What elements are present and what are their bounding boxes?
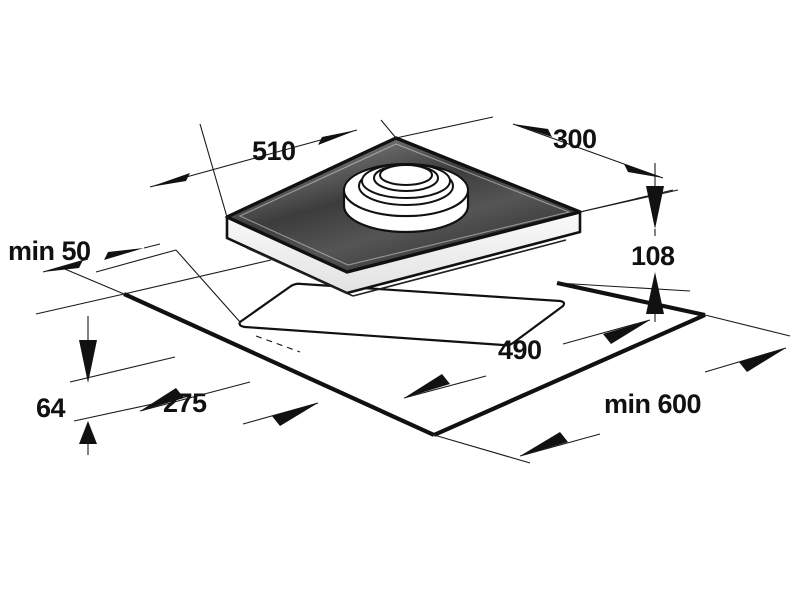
arrowhead-min600-left <box>520 432 568 456</box>
dimension-108: 108 <box>556 163 691 322</box>
arrowhead-64-down <box>79 340 97 383</box>
label-510: 510 <box>252 136 296 166</box>
label-275: 275 <box>163 388 207 418</box>
arrowhead-300-left <box>513 124 552 137</box>
arrowhead-min50-right <box>104 248 144 260</box>
label-min-50: min 50 <box>8 236 91 266</box>
dimension-275: 275 <box>139 381 319 426</box>
label-300: 300 <box>553 124 597 154</box>
arrowhead-490-left <box>404 374 450 398</box>
dimension-490: 490 <box>403 319 651 399</box>
countertop-extension-lines <box>35 293 791 464</box>
countertop-outline <box>123 259 706 437</box>
label-490: 490 <box>498 335 542 365</box>
arrowhead-min600-right <box>739 348 786 372</box>
arrowhead-510-right <box>318 130 357 145</box>
arrowhead-275-right <box>272 403 318 426</box>
dimension-min-50: min 50 <box>8 236 241 323</box>
gas-burner <box>342 163 470 234</box>
arrowhead-510-left <box>150 173 190 187</box>
burner-cap-top <box>379 164 433 186</box>
dimension-64: 64 <box>36 316 191 455</box>
label-min-600: min 600 <box>604 389 701 419</box>
countertop-cutout <box>238 282 566 347</box>
dimension-510: 510 <box>149 119 397 218</box>
arrowhead-490-right <box>603 320 650 344</box>
dimension-min-600: min 600 <box>519 347 787 457</box>
dimension-300: 300 <box>395 116 674 213</box>
arrowhead-108-up <box>646 272 664 314</box>
arrowhead-300-right <box>624 164 663 178</box>
hob-glass-bevel <box>238 143 571 266</box>
arrowhead-64-up <box>79 421 97 444</box>
label-108: 108 <box>631 241 675 271</box>
arrowhead-108-down <box>646 186 664 229</box>
arrowhead-275-left <box>140 388 184 411</box>
hidden-edge-dashes <box>255 335 301 353</box>
label-64: 64 <box>36 393 66 423</box>
